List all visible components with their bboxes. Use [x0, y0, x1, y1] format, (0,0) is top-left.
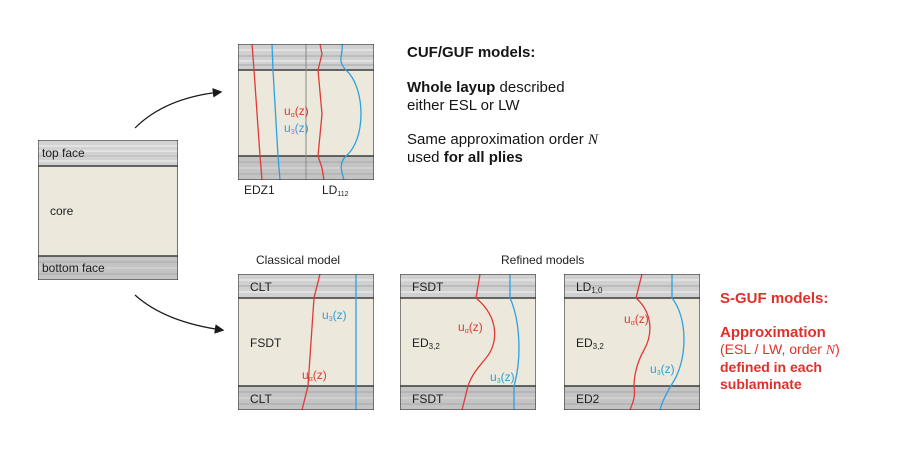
top-face-label: top face	[42, 146, 85, 160]
cuf-line3: Same approximation order N	[407, 131, 598, 148]
cuf-line4: used for all plies	[407, 149, 523, 166]
core-label: core	[50, 204, 74, 218]
cuf-description: CUF/GUF models: Whole layup described ei…	[407, 44, 647, 167]
bottom-face-label: bottom face	[42, 261, 105, 275]
cuf-caption-edz1: EDZ1	[244, 183, 275, 197]
sguf-line1: Approximation	[720, 324, 826, 341]
refined1-core-label: ED3,2	[412, 336, 440, 351]
sguf-line3: defined in each	[720, 359, 822, 375]
cuf-heading: CUF/GUF models:	[407, 44, 536, 61]
refined2-bottom-label: ED2	[576, 392, 600, 406]
classical-top-label: CLT	[250, 280, 272, 294]
cuf-line1: Whole layup described	[407, 79, 565, 96]
panel-refined-1: FSDT ED3,2 FSDT uα(z) u3(z)	[399, 273, 537, 411]
sguf-description: S-GUF models: Approximation (ESL / LW, o…	[720, 290, 895, 393]
cuf-panel: uα(z) u3(z)	[237, 43, 375, 181]
classical-bottom-label: CLT	[250, 392, 272, 406]
classical-u3-label: u3(z)	[322, 308, 347, 323]
cuf-panel-svg	[237, 43, 375, 181]
cuf-ua-label: uα(z)	[284, 104, 309, 119]
panel-classical-svg	[237, 273, 375, 411]
cuf-u3-label: u3(z)	[284, 121, 309, 136]
arrow-to-sguf	[134, 294, 225, 334]
refined1-u3-curve	[509, 274, 520, 410]
cuf-line2: either ESL or LW	[407, 97, 520, 114]
sguf-line2: (ESL / LW, order N)	[720, 341, 840, 358]
panel-classical: CLT FSDT CLT u3(z) uα(z)	[237, 273, 375, 411]
refined1-ua-curve	[461, 273, 496, 411]
laminate-svg	[37, 139, 179, 281]
classical-core-label: FSDT	[250, 336, 282, 350]
cuf-u3-curve-left	[271, 43, 281, 181]
classical-ua-curve	[301, 273, 321, 411]
refined2-top-label: LD1,0	[576, 280, 603, 295]
panel-refined-2-svg	[563, 273, 701, 411]
arrow-to-cuf	[134, 88, 223, 129]
panel-refined-2: LD1,0 ED3,2 ED2 uα(z) u3(z)	[563, 273, 701, 411]
refined1-u3-label: u3(z)	[490, 370, 515, 385]
refined1-ua-label: uα(z)	[458, 320, 483, 335]
refined2-u3-curve	[659, 274, 685, 411]
refined2-u3-label: u3(z)	[650, 362, 675, 377]
refined2-ua-label: uα(z)	[624, 312, 649, 327]
panel-refined-1-svg	[399, 273, 537, 411]
sguf-line4: sublaminate	[720, 376, 802, 392]
caption-refined-models: Refined models	[501, 253, 585, 267]
refined2-core-label: ED3,2	[576, 336, 604, 351]
refined2-ua-curve	[629, 273, 651, 411]
sguf-heading: S-GUF models:	[720, 290, 829, 307]
cuf-caption-ld112: LD112	[322, 183, 349, 198]
cuf-ua-curve-right	[317, 43, 325, 181]
laminate-diagram: top face core bottom face	[37, 139, 179, 281]
caption-classical-model: Classical model	[256, 253, 341, 267]
refined1-bottom-label: FSDT	[412, 392, 444, 406]
cuf-ua-curve-left	[251, 43, 263, 181]
cuf-u3-curve-right	[340, 43, 362, 181]
classical-ua-label: uα(z)	[302, 368, 327, 383]
refined1-top-label: FSDT	[412, 280, 444, 294]
